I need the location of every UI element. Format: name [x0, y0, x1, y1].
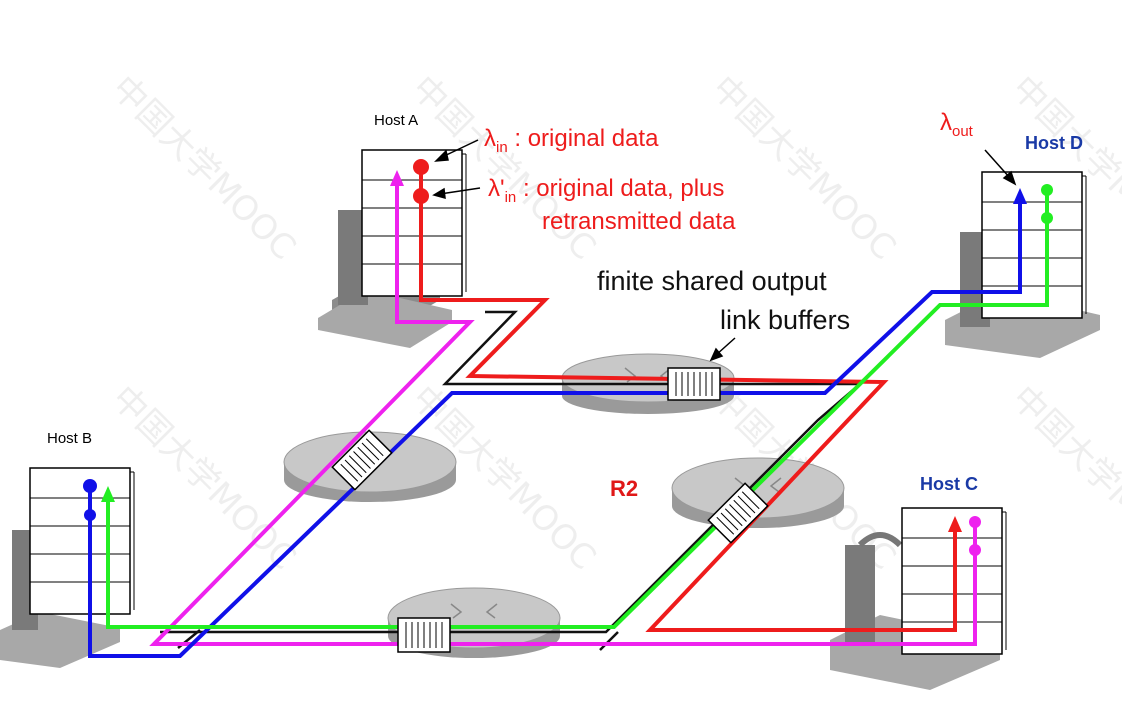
host-c-label: Host C [920, 474, 978, 494]
lambda-prime-symbol: λ' [488, 175, 505, 202]
router-r2-label: R2 [610, 476, 638, 501]
dot-red-host-a-2 [413, 188, 429, 204]
watermark: 中国大学MOOC [1004, 378, 1122, 578]
lambda-in-annotation: λin : original data [484, 125, 659, 156]
flow-blue [88, 198, 1022, 658]
lambda-in-subscript: in [496, 139, 508, 156]
host-d-label: Host D [1025, 133, 1083, 153]
flow-magenta [149, 180, 977, 646]
watermark: 中国大学MOOC [704, 68, 904, 268]
watermark: 中国大学MOOC [104, 68, 304, 268]
arrow-red-host-c [948, 516, 962, 532]
lambda-prime-in-annotation: λ'in : original data, plus [488, 175, 724, 206]
lambda-out-symbol: λ [940, 109, 952, 136]
dot-red-host-a [413, 159, 429, 175]
host-d [945, 171, 1100, 358]
arrow-magenta-host-a [390, 170, 404, 186]
lambda-out-annotation: λout [940, 109, 974, 140]
lambda-in-symbol: λ [484, 125, 496, 152]
host-a-label: Host A [374, 112, 418, 129]
dot-green-host-d-2 [1041, 212, 1053, 224]
buffers-label-line-1: finite shared output [597, 266, 827, 296]
lambda-prime-subscript: in [505, 189, 517, 206]
lambda-out-subscript: out [952, 123, 974, 140]
dot-blue-host-b [83, 479, 97, 493]
arrow-green-host-b [101, 486, 115, 502]
buffer-bottom [397, 617, 451, 653]
lambda-prime-text-2: retransmitted data [542, 208, 736, 235]
dot-magenta-host-c-2 [969, 544, 981, 556]
buffer-left [331, 429, 393, 491]
arrow-blue-host-d [1013, 188, 1027, 204]
buffer-r2 [707, 482, 769, 544]
flow-green [106, 192, 1049, 629]
lambda-in-text: : original data [508, 125, 659, 152]
host-b-label: Host B [47, 430, 92, 447]
pointer-arrows [432, 139, 1017, 362]
buffer-top [667, 367, 721, 401]
host-b [0, 467, 135, 668]
buffers-label-line-2: link buffers [720, 305, 850, 335]
lambda-prime-text-1: : original data, plus [516, 175, 724, 202]
dot-blue-host-b-2 [84, 509, 96, 521]
dot-green-host-d [1041, 184, 1053, 196]
host-a [318, 149, 467, 348]
dot-magenta-host-c [969, 516, 981, 528]
